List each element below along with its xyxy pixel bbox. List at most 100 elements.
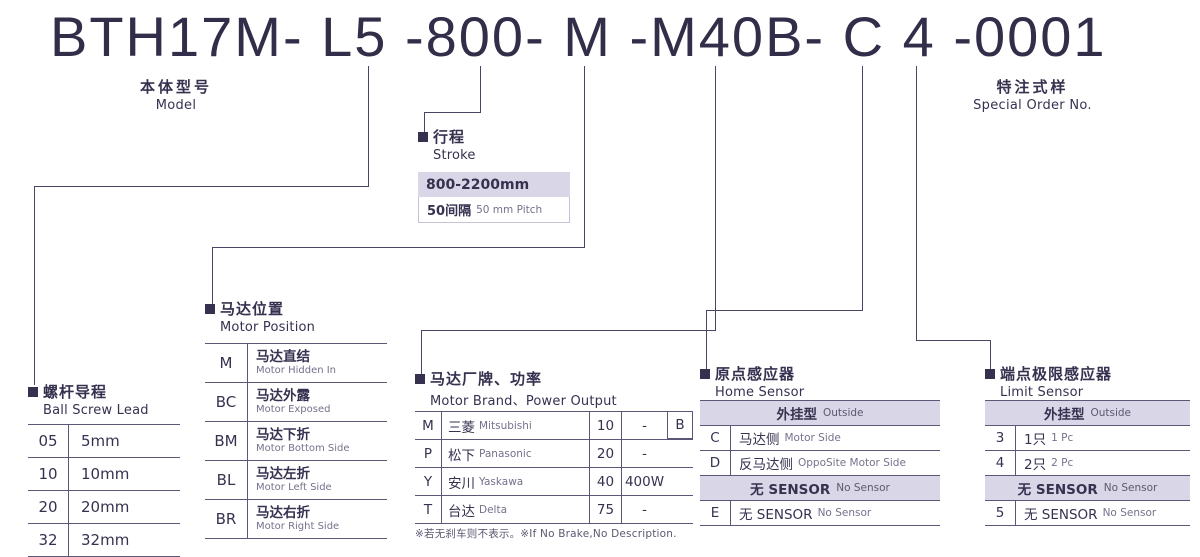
group-en: Outside [1090,407,1132,419]
motor-position-title-en: Motor Position [220,320,316,335]
brand-name: 安川 Yaskawa [441,468,589,495]
bullet-square-icon [700,368,710,379]
ball-screw-lead-title: 螺杆导程 [28,381,149,402]
position-desc: 马达左折 Motor Left Side [247,461,387,499]
position-en: Motor Hidden In [256,364,337,376]
lead-code: 10 [38,465,58,483]
brand-zh: 安川 [448,475,475,492]
sensor-en: 1 Pc [1051,432,1074,444]
group-zh: 无 SENSOR [750,482,831,498]
sensor-en: 2 Pc [1051,457,1074,469]
stroke-pitch-box: 50间隔 50 mm Pitch [418,197,570,223]
table-row: M 马达直结 Motor Hidden In [205,343,387,382]
home-sensor-section: 原点感应器 Home Sensor [700,363,804,400]
sensor-desc: 马达侧 Motor Side [730,426,940,450]
bullet-square-icon [985,368,995,379]
bullet-square-icon [415,373,425,384]
connector-line [212,247,213,307]
bullet-square-icon [28,386,38,397]
lead-value: 10mm [68,458,180,490]
bullet-square-icon [418,131,428,142]
motor-position-section: 马达位置 Motor Position [205,298,315,335]
connector-line [421,330,422,376]
connector-line [584,66,585,247]
group-outside: 外挂型 Outside [700,401,940,425]
power-value: - [621,412,667,439]
lead-code: 20 [38,498,58,516]
motor-brand-table: M 三菱 Mitsubishi 10 - B P 松下 Panasonic 20… [415,411,693,524]
group-en: No Sensor [836,482,890,494]
connector-line [424,112,481,113]
table-row: 4 2只 2 Pc [985,450,1190,475]
position-en: Motor Bottom Side [256,442,350,454]
special-order-label-en: Special Order No. [973,98,1092,113]
connector-line [421,330,716,331]
table-row: M 三菱 Mitsubishi 10 - B [415,411,693,439]
motor-brand-title: 马达厂牌、功率 [415,368,617,389]
motor-position-table: M 马达直结 Motor Hidden In BC 马达外露 Motor Exp… [205,343,387,539]
brand-code: T [423,501,433,518]
position-zh: 马达右折 [256,505,310,522]
brand-name: 台达 Delta [441,496,589,523]
home-sensor-title-en: Home Sensor [715,385,805,400]
connector-line [212,247,585,248]
power-value: 400W [621,468,667,495]
power-value: - [621,440,667,467]
stroke-title-en: Stroke [433,148,476,163]
motor-position-title-zh: 马达位置 [220,300,285,318]
ball-screw-lead-title-en: Ball Screw Lead [43,403,149,418]
lead-value: 5mm [68,425,180,457]
table-row: P 松下 Panasonic 20 - [415,439,693,467]
brake-code-cell: B [667,412,693,439]
limit-sensor-title-en: Limit Sensor [1000,385,1084,400]
sensor-desc: 反马达侧 OppoSite Motor Side [730,451,940,475]
group-no-sensor: 无 SENSOR No Sensor [700,476,940,500]
table-row: BR 马达右折 Motor Right Side [205,499,387,539]
position-code: M [219,354,233,372]
table-row: 32 32mm [28,523,180,557]
brand-en: Mitsubishi [479,419,532,432]
lead-value: 20mm [68,491,180,523]
table-row: T 台达 Delta 75 - [415,495,693,524]
table-row-group: 无 SENSOR No Sensor [985,475,1190,500]
lead-code: 05 [38,432,58,450]
limit-sensor-section: 端点极限感应器 Limit Sensor [985,363,1112,400]
connector-line [424,112,425,136]
sensor-code: E [710,505,720,521]
power-code: 40 [589,468,621,495]
table-row: 3 1只 1 Pc [985,425,1190,450]
sensor-zh: 无 SENSOR [739,507,813,523]
home-sensor-title: 原点感应器 [700,363,804,384]
position-zh: 马达左折 [256,466,310,483]
brand-name: 三菱 Mitsubishi [441,412,589,439]
table-row: BL 马达左折 Motor Left Side [205,460,387,499]
sensor-code: D [709,455,721,471]
sensor-code: 3 [995,430,1005,446]
connector-line [990,340,991,372]
table-row-group: 无 SENSOR No Sensor [700,475,940,500]
table-row: BC 马达外露 Motor Exposed [205,382,387,421]
power-value: - [621,496,667,523]
power-code: 75 [589,496,621,523]
sensor-en: Motor Side [784,432,841,444]
position-en: Motor Exposed [256,403,331,415]
sensor-desc: 1只 1 Pc [1015,426,1190,450]
brand-en: Panasonic [479,447,532,460]
group-outside: 外挂型 Outside [985,401,1190,425]
connector-line [862,66,863,310]
brand-zh: 台达 [448,503,475,520]
position-zh: 马达下折 [256,427,310,444]
sensor-desc: 无 SENSOR No Sensor [730,501,940,525]
brand-name: 松下 Panasonic [441,440,589,467]
ball-screw-lead-table: 05 5mm 10 10mm 20 20mm 32 32mm [28,424,180,557]
stroke-range: 800-2200mm [426,176,530,193]
ball-screw-lead-title-zh: 螺杆导程 [43,383,108,401]
sensor-en: No Sensor [817,507,872,519]
lead-value: 32mm [68,524,180,556]
limit-sensor-title-zh: 端点极限感应器 [1000,365,1113,383]
limit-sensor-title: 端点极限感应器 [985,363,1112,384]
position-desc: 马达直结 Motor Hidden In [247,344,387,382]
position-zh: 马达直结 [256,349,310,366]
home-sensor-title-zh: 原点感应器 [715,365,796,383]
connector-line [706,310,863,311]
